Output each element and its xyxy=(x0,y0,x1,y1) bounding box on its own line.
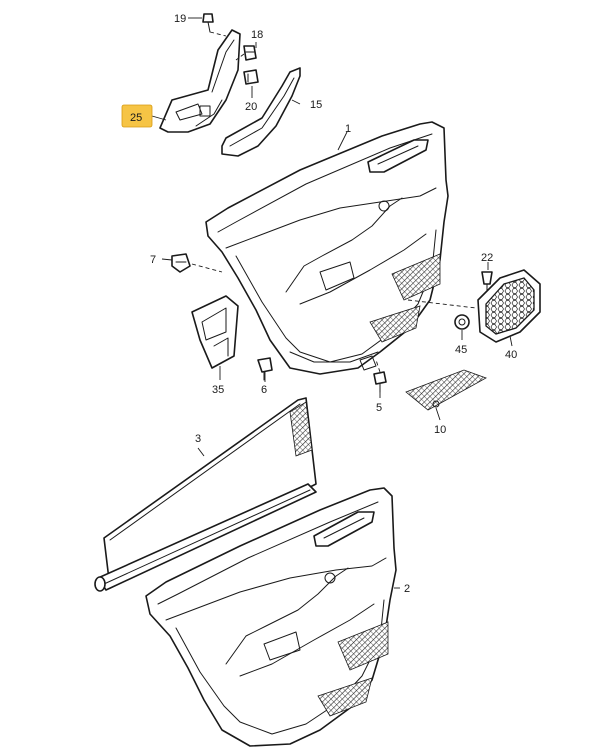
clip-part-7[interactable] xyxy=(171,253,223,273)
nut-part-45[interactable] xyxy=(454,314,470,330)
callout-20: 20 xyxy=(245,101,257,113)
callout-10: 10 xyxy=(434,424,446,436)
clip-part-22[interactable] xyxy=(481,271,493,291)
bracket-part-35[interactable] xyxy=(191,295,239,369)
door-panel-part-2[interactable] xyxy=(145,487,397,747)
callout-19: 19 xyxy=(174,13,186,25)
callout-6: 6 xyxy=(261,384,267,396)
clip-part-18[interactable] xyxy=(235,45,257,61)
callout-7: 7 xyxy=(150,254,156,266)
callout-35: 35 xyxy=(212,384,224,396)
trim-strip-part-15[interactable] xyxy=(221,67,301,157)
callout-1: 1 xyxy=(345,123,351,135)
callout-3: 3 xyxy=(195,433,201,445)
callout-2: 2 xyxy=(404,583,410,595)
screw-part-19[interactable] xyxy=(202,13,227,37)
door-panel-part-1[interactable] xyxy=(205,121,477,375)
callout-40: 40 xyxy=(505,349,517,361)
screw-part-5[interactable] xyxy=(373,359,387,393)
callout-22: 22 xyxy=(481,252,493,264)
speaker-grille-part-40[interactable] xyxy=(477,269,541,343)
callout-45: 45 xyxy=(455,344,467,356)
sun-blind-part-3[interactable] xyxy=(94,397,317,592)
callout-5: 5 xyxy=(376,402,382,414)
callout-18: 18 xyxy=(251,29,263,41)
callout-25[interactable]: 25 xyxy=(130,112,142,124)
clip-part-6[interactable] xyxy=(257,357,273,381)
clip-part-20[interactable] xyxy=(243,69,259,85)
callout-labels: 19 18 25 20 15 1 7 22 35 6 5 45 40 10 3 … xyxy=(121,13,517,595)
callout-25-highlight xyxy=(121,104,153,128)
insulation-mat-part-10[interactable] xyxy=(405,369,487,411)
grab-handle-part-25[interactable] xyxy=(159,29,241,133)
callout-15: 15 xyxy=(310,99,322,111)
leader-lines xyxy=(151,17,513,589)
